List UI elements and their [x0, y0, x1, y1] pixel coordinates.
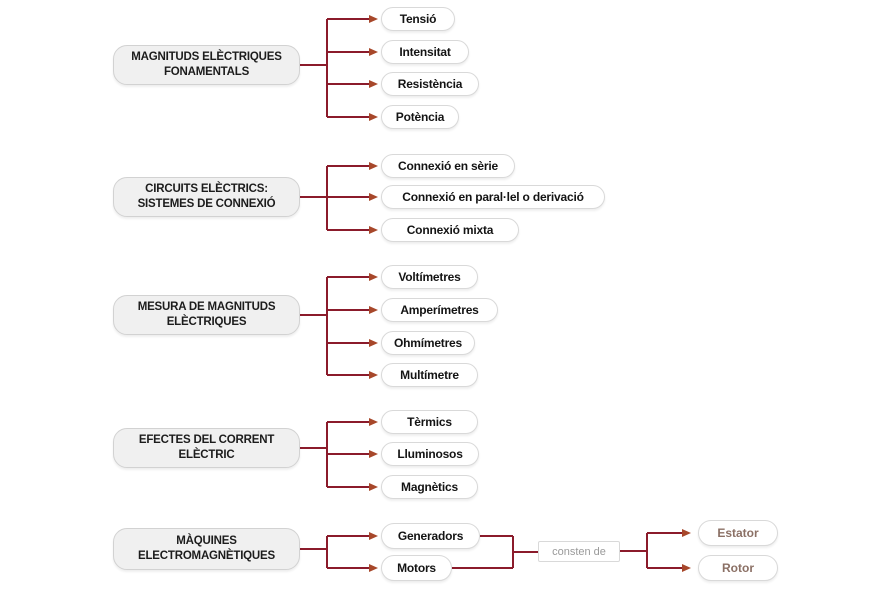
subtopic-node-motors[interactable]: Motors — [381, 555, 452, 581]
connector-group-circuits — [300, 162, 378, 234]
connector-group-maquines — [300, 529, 691, 572]
subtopic-node-voltimetres[interactable]: Voltímetres — [381, 265, 478, 289]
subtopic-node-termics[interactable]: Tèrmics — [381, 410, 478, 434]
connector-group-magnituds — [300, 15, 378, 121]
subtopic-node-generadors[interactable]: Generadors — [381, 523, 480, 549]
subtopic-node-amperimetres[interactable]: Amperímetres — [381, 298, 498, 322]
component-node-rotor[interactable]: Rotor — [698, 555, 778, 581]
subtopic-node-intensitat[interactable]: Intensitat — [381, 40, 469, 64]
subtopic-node-connexio-parallel[interactable]: Connexió en paral·lel o derivació — [381, 185, 605, 209]
subtopic-node-ohmimetres[interactable]: Ohmímetres — [381, 331, 475, 355]
topic-node-efectes-corrent[interactable]: EFECTES DEL CORRENT ELÈCTRIC — [113, 428, 300, 468]
topic-node-mesura-magnituds[interactable]: MESURA DE MAGNITUDS ELÈCTRIQUES — [113, 295, 300, 335]
subtopic-node-potencia[interactable]: Potència — [381, 105, 459, 129]
connector-group-mesura — [300, 273, 378, 379]
subtopic-node-lluminosos[interactable]: Lluminosos — [381, 442, 479, 466]
subtopic-node-resistencia[interactable]: Resistència — [381, 72, 479, 96]
topic-node-circuits-electrics[interactable]: CIRCUITS ELÈCTRICS: SISTEMES DE CONNEXIÓ — [113, 177, 300, 217]
relation-label-consten-de: consten de — [538, 541, 620, 562]
connector-group-efectes — [300, 418, 378, 491]
subtopic-node-magnetics[interactable]: Magnètics — [381, 475, 478, 499]
subtopic-node-multimetre[interactable]: Multímetre — [381, 363, 478, 387]
subtopic-node-tensio[interactable]: Tensió — [381, 7, 455, 31]
component-node-estator[interactable]: Estator — [698, 520, 778, 546]
topic-node-maquines-electromagnetiques[interactable]: MÀQUINES ELECTROMAGNÈTIQUES — [113, 528, 300, 570]
topic-node-magnituds-electriques[interactable]: MAGNITUDS ELÈCTRIQUES FONAMENTALS — [113, 45, 300, 85]
subtopic-node-connexio-serie[interactable]: Connexió en sèrie — [381, 154, 515, 178]
subtopic-node-connexio-mixta[interactable]: Connexió mixta — [381, 218, 519, 242]
